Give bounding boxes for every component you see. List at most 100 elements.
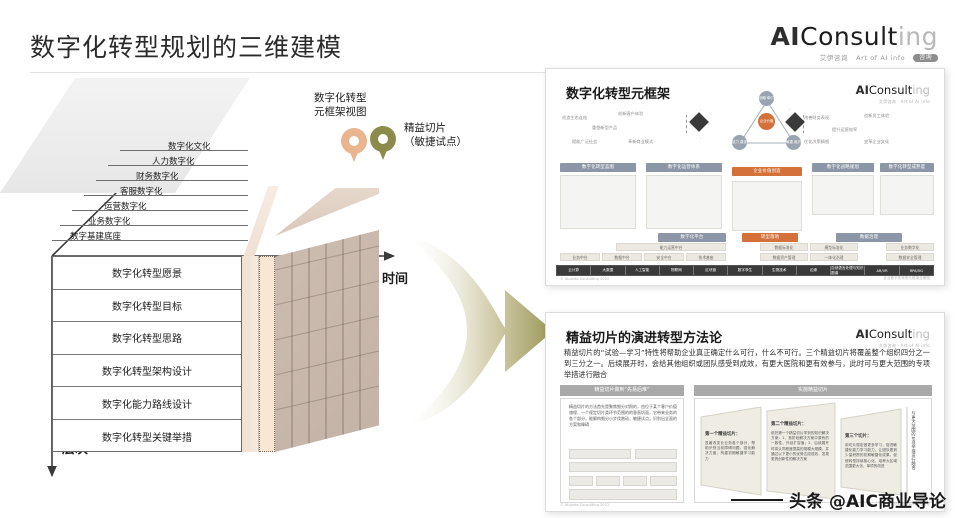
platform-bar: 数字化平台: [658, 233, 726, 242]
transition-arrow: [407, 236, 553, 426]
tech-cell: 区块链: [694, 266, 729, 275]
platform-bar: 数据治理: [836, 233, 902, 242]
triangle-node: 能力 建设: [732, 135, 747, 150]
mid-cell: 数据中台: [602, 253, 642, 261]
tech-cell: 数字孪生: [728, 266, 763, 275]
tech-cell: 人工智能: [625, 266, 660, 275]
card-top-footer-left: © AIuanta Consulting 2022: [560, 277, 610, 281]
card-bottom-logo-consult: Consult: [868, 327, 913, 341]
panel-bar: [569, 462, 677, 472]
value-tag-right: 提升运营效率: [832, 127, 858, 132]
card-top-footer-right: 企业数字化转型元框架全景图: [883, 276, 930, 280]
header-divider: [30, 72, 730, 73]
slice-text: 依托第一个精益切片学到的知识解决方案：1、首阶段解决方案中原有的一致性，外延扩容…: [771, 431, 829, 462]
panel-bar: [635, 449, 677, 459]
brand-logo-text: AIConsulting: [770, 24, 938, 49]
scope-layer-label: 人力数字化: [152, 157, 195, 167]
map-pin-lean-slice-icon: [370, 126, 396, 160]
panel-left: 精益切片的方法首先是聚焦细分对照的，由位于某个客户价值旅程、一个规定切片类环节范…: [560, 398, 684, 503]
card-meta-framework[interactable]: 数字化转型元框架 AIConsulting 艾伊咨询 · Art of AI i…: [545, 68, 945, 286]
mid-cell: 数据资产管理: [760, 253, 808, 261]
card-bottom-body: 精益切片的“试验—学习”特性将帮助企业真正确定什么可行，什么不可行。三个精益切片…: [564, 348, 930, 380]
card-bottom-footer-right: 企业数字化转型精益切片方法论: [879, 502, 930, 506]
panel-left-header: 精益切片做到“先易后难”: [560, 385, 684, 396]
mid-cell: 数据安全管理: [886, 253, 934, 261]
card-lean-slice-methodology[interactable]: 精益切片的演进转型方法论 AIConsulting 艾伊咨询 · Art of …: [545, 312, 945, 512]
slice-vertical-note: 与更大范围的专项举措进行融合: [911, 411, 917, 470]
card-top-title: 数字化转型元框架: [566, 87, 671, 102]
value-tag-left: 重塑新型产品: [592, 125, 618, 130]
section-header: 数字化运营体系: [646, 163, 722, 172]
tech-cell: 自然语言处理与知识图谱: [831, 266, 866, 275]
mini-box: [560, 175, 636, 229]
triangle-lines: [739, 100, 795, 144]
tech-cell: 生物技术: [762, 266, 797, 275]
value-tag-right: 改善财务表现: [804, 115, 830, 120]
slice-label: 第三个切片：: [845, 434, 872, 439]
section-header-hub: 企业价值创造: [732, 167, 802, 176]
panel-right-header: 实施精益切片: [694, 385, 932, 396]
slice-text: 显著改变业业务各个部分，帮助识别当前障碍问题，强化解决力度，构建初期敏捷学习能力: [705, 441, 755, 461]
brand-logo: AIConsulting 艾伊咨询 Art of AI info 咨询: [770, 24, 938, 62]
card-bottom-logo: AIConsulting 艾伊咨询 · Art of AI info: [856, 327, 930, 348]
pin-label-lean-slice: 精益切片 （敏捷试点）: [404, 122, 467, 148]
level-row: 数字化转型愿景: [53, 257, 241, 290]
mid-cell: 安全中台: [644, 253, 684, 261]
pin-dot: [378, 134, 388, 144]
triangle-hub-node: 企业价值: [758, 113, 775, 130]
level-row: 数字化转型目标: [53, 290, 241, 323]
slice-trapezoids: [700, 402, 908, 500]
pin-dot: [349, 136, 359, 146]
card-bottom-title: 精益切片的演进转型方法论: [566, 331, 723, 346]
mid-cell: 一体化治理: [810, 253, 858, 261]
panel-bar: [569, 476, 593, 486]
scope-divider: [108, 165, 248, 166]
panel-bar: [569, 489, 677, 500]
tech-cell: 物联网: [659, 266, 695, 275]
triangle-node: 战略 牵引: [759, 91, 774, 106]
slice-text: 用切片规定做更多学习，促进敏捷化能力学习能力，让团队看到少量积攒的初期敏捷化成果…: [845, 443, 897, 468]
slice-label: 第一个精益切片：: [705, 432, 741, 437]
mid-cell: 模型标准化: [810, 243, 858, 251]
brand-logo-ing: ing: [897, 22, 938, 51]
scope-divider: [60, 225, 248, 226]
brand-logo-consult: Consult: [800, 22, 898, 51]
scope-layer-label: 运营数字化: [104, 202, 147, 212]
section-header: 数字化战略规划: [812, 163, 874, 172]
card-bottom-logo-sub: 艾伊咨询 · Art of AI info: [878, 342, 930, 348]
scope-layer-label: 财务数字化: [136, 172, 179, 182]
value-tag-right: 创新员工体验: [864, 113, 890, 118]
card-top-logo-consult: Consult: [868, 83, 913, 97]
card-top-logo-sub: 艾伊咨询 · Art of AI info: [878, 98, 930, 104]
tech-cell: 大数据: [591, 266, 626, 275]
value-triangle: 战略 牵引 能力 建设 敏捷 组织 企业价值: [732, 91, 802, 153]
panel-bar: [569, 449, 631, 459]
level-row: 数字化能力路线设计: [53, 387, 241, 420]
panel-right: 第一个精益切片： 显著改变业业务各个部分，帮助识别当前障碍问题，强化解决力度，构…: [694, 398, 932, 503]
mini-box: [812, 175, 874, 215]
depth-near-face: [242, 256, 259, 452]
watermark-dash: [731, 498, 784, 501]
card-bottom-logo-ing: ing: [912, 327, 930, 341]
mini-box: [646, 175, 722, 229]
panel-bar: [623, 476, 647, 486]
scope-divider: [72, 210, 248, 211]
scope-layer-label: 数字基建底座: [70, 232, 122, 242]
tech-cell: RPA/5G: [899, 266, 933, 275]
card-bottom-footer-left: © AIuanta Consulting 2022: [560, 503, 610, 507]
mini-box: [880, 175, 934, 215]
slice-label: 第二个精益切片：: [771, 422, 807, 427]
section-header: 数字化转型成熟度: [880, 163, 934, 172]
tech-cell: 边缘: [796, 266, 832, 275]
brand-sub-right: Art of AI info: [856, 53, 906, 62]
pin-tail: [347, 145, 361, 162]
mid-cell: 数据标准化: [760, 243, 808, 251]
value-tag-left: 赋能广泛社会: [572, 139, 598, 144]
scope-divider: [96, 180, 248, 181]
technology-strip: 云计算 大数据 人工智能 物联网 区块链 数字孪生 生物技术 边缘 自然语言处理…: [556, 265, 934, 276]
mid-cell: 技术基座: [686, 253, 726, 261]
watermark-text: 头条 @AIC商业导论: [789, 492, 946, 512]
depth-side-face: [275, 230, 379, 452]
section-header: 数字化转型蓝图: [560, 163, 636, 172]
value-tag-left: 革新商业模式: [628, 139, 654, 144]
